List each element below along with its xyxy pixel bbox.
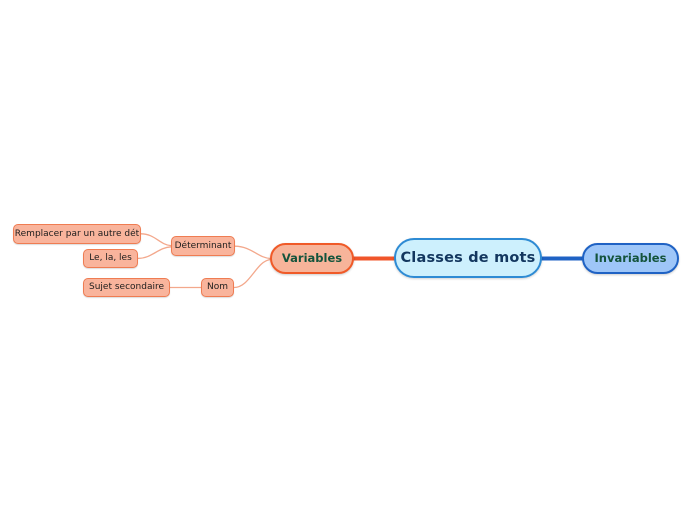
- node-remplacer-par-un-autre-det[interactable]: Remplacer par un autre dét: [13, 224, 141, 244]
- node-determinant[interactable]: Déterminant: [171, 236, 235, 256]
- node-nom[interactable]: Nom: [201, 278, 234, 297]
- node-classes-de-mots[interactable]: Classes de mots: [394, 238, 542, 278]
- connector-determinant-remplacer: [140, 233, 172, 247]
- node-invariables[interactable]: Invariables: [582, 243, 679, 274]
- node-sujet-secondaire[interactable]: Sujet secondaire: [83, 278, 170, 297]
- node-le-la-les[interactable]: Le, la, les: [83, 249, 138, 268]
- connector-variables-determinant: [234, 245, 271, 260]
- connector-determinant-lelales: [137, 246, 172, 260]
- connector-variables-nom: [233, 258, 271, 289]
- node-variables[interactable]: Variables: [270, 243, 354, 274]
